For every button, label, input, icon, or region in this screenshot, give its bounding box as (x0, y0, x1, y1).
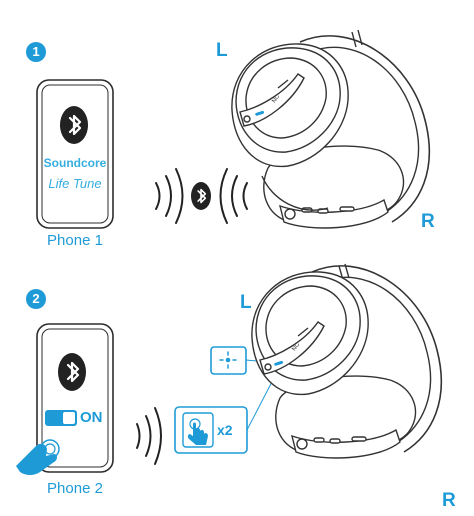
double-tap-hand-icon (187, 418, 208, 445)
tap-finger-icon (16, 439, 60, 475)
step-2-badge: 2 (26, 289, 46, 309)
headphones-2-blue-led-icon (274, 360, 283, 366)
headphones-1-blue-led-icon (255, 110, 264, 116)
center-bluetooth-icon (191, 182, 211, 210)
headphones-1 (231, 29, 431, 229)
step-2-left-label: L (240, 292, 252, 313)
toggle-on-label: ON (80, 409, 103, 426)
phone-2-bluetooth-icon (58, 353, 86, 391)
phone-2-caption: Phone 2 (47, 480, 103, 497)
signal-waves-left (155, 168, 184, 224)
bluetooth-toggle[interactable] (45, 410, 77, 426)
signal-waves-step2 (136, 407, 162, 465)
signal-waves-right (219, 168, 248, 224)
step-1-left-label: L (216, 40, 228, 61)
phone-1 (36, 79, 114, 229)
tap-count-label: x2 (217, 422, 233, 438)
headphones-2 (251, 263, 443, 459)
phone-1-caption: Phone 1 (47, 232, 103, 249)
phone-2 (36, 323, 114, 473)
double-tap-callout (174, 373, 277, 454)
phone-1-brand-line2: Life Tune (48, 176, 102, 191)
step-1-badge: 1 (26, 42, 46, 62)
step-2-right-label: R (442, 490, 456, 511)
phone-1-brand-line1: Soundcore (43, 156, 107, 170)
phone-1-bluetooth-icon (60, 106, 88, 144)
step-1-right-label: R (421, 211, 435, 232)
led-callout (210, 346, 269, 375)
